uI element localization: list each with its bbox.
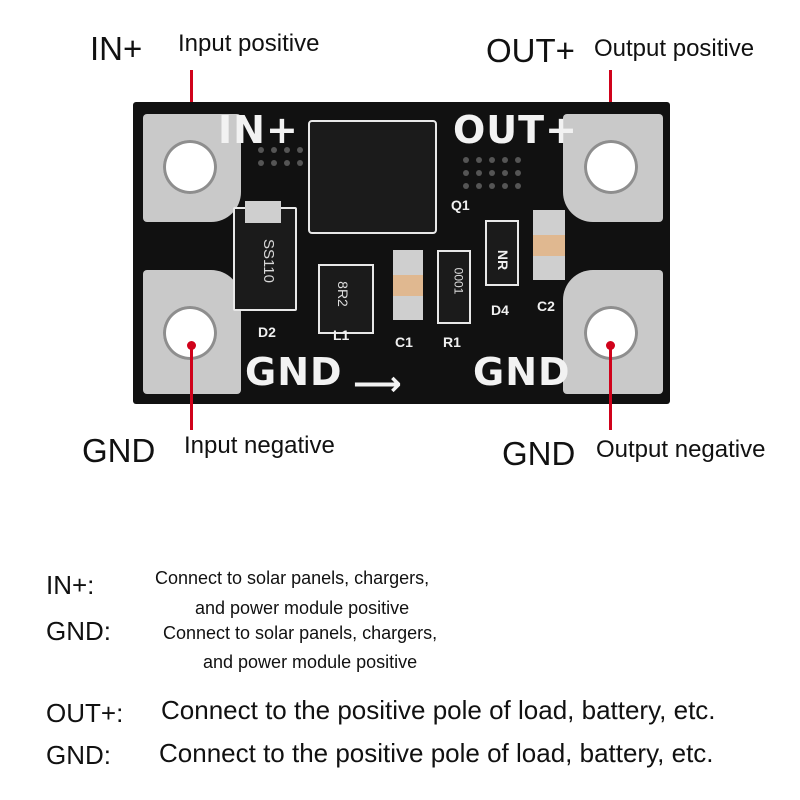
inductor-component: 8R2	[318, 264, 374, 334]
diode-component: SS110	[233, 201, 297, 311]
desc-in-text-2: and power module positive	[195, 598, 410, 618]
out-pos-pin-label: OUT+	[486, 32, 575, 69]
in-gnd-pin-desc: Input negative	[184, 432, 335, 459]
in-gnd-pin-label: GND	[82, 432, 156, 469]
desc-out-gnd-label: GND:	[46, 740, 111, 770]
desc-gnd-text-2: and power module positive	[203, 652, 418, 672]
capacitor-c1	[393, 250, 423, 320]
out-pos-pin-desc: Output positive	[594, 35, 755, 62]
resistor-r1: 0001	[437, 250, 471, 324]
desc-gnd-label: GND:	[46, 616, 111, 646]
in-pos-pin-desc: Input positive	[178, 30, 320, 57]
capacitor-c2	[533, 210, 565, 280]
in-gnd-leader-line	[187, 341, 196, 430]
out-gnd-leader-line	[606, 341, 615, 430]
desc-out-gnd-text: Connect to the positive pole of load, ba…	[159, 738, 714, 768]
in-pos-mount-hole	[163, 140, 217, 194]
diode-marking: SS110	[260, 239, 277, 283]
ref-d4: D4	[491, 302, 509, 318]
diode-d4	[485, 220, 519, 286]
flow-arrow-icon: ⟶	[353, 364, 402, 404]
desc-gnd-text-1: Connect to solar panels, chargers,	[163, 623, 438, 643]
out-pos-mount-hole	[584, 140, 638, 194]
out-gnd-pin-label: GND	[502, 435, 576, 472]
desc-in-label: IN+:	[46, 570, 95, 600]
resistor-marking: 0001	[451, 267, 466, 295]
inductor-marking: 8R2	[334, 281, 351, 307]
silk-gnd-right: GND	[473, 350, 571, 394]
pcb-board: IN+ OUT+ GND GND ⟶ SS110 8R2 0001 Q1 D2 …	[133, 102, 670, 404]
ref-nr: NR	[495, 249, 512, 271]
ref-c1: C1	[395, 334, 413, 350]
ref-c2: C2	[537, 298, 555, 314]
out-gnd-pin-desc: Output negative	[596, 436, 766, 463]
desc-out-label: OUT+:	[46, 698, 124, 728]
ref-l1: L1	[333, 327, 350, 343]
desc-in-text-1: Connect to solar panels, chargers,	[155, 568, 430, 588]
silk-out-pos: OUT+	[453, 108, 578, 152]
silk-gnd-left: GND	[245, 350, 343, 394]
via-grid-right	[463, 157, 521, 189]
silk-in-pos: IN+	[218, 108, 299, 152]
ref-d2: D2	[258, 324, 276, 340]
ref-q1: Q1	[451, 197, 470, 213]
desc-out-text: Connect to the positive pole of load, ba…	[161, 695, 716, 725]
mosfet-chip	[308, 120, 437, 234]
ref-r1: R1	[443, 334, 461, 350]
in-pos-pin-label: IN+	[90, 30, 143, 67]
